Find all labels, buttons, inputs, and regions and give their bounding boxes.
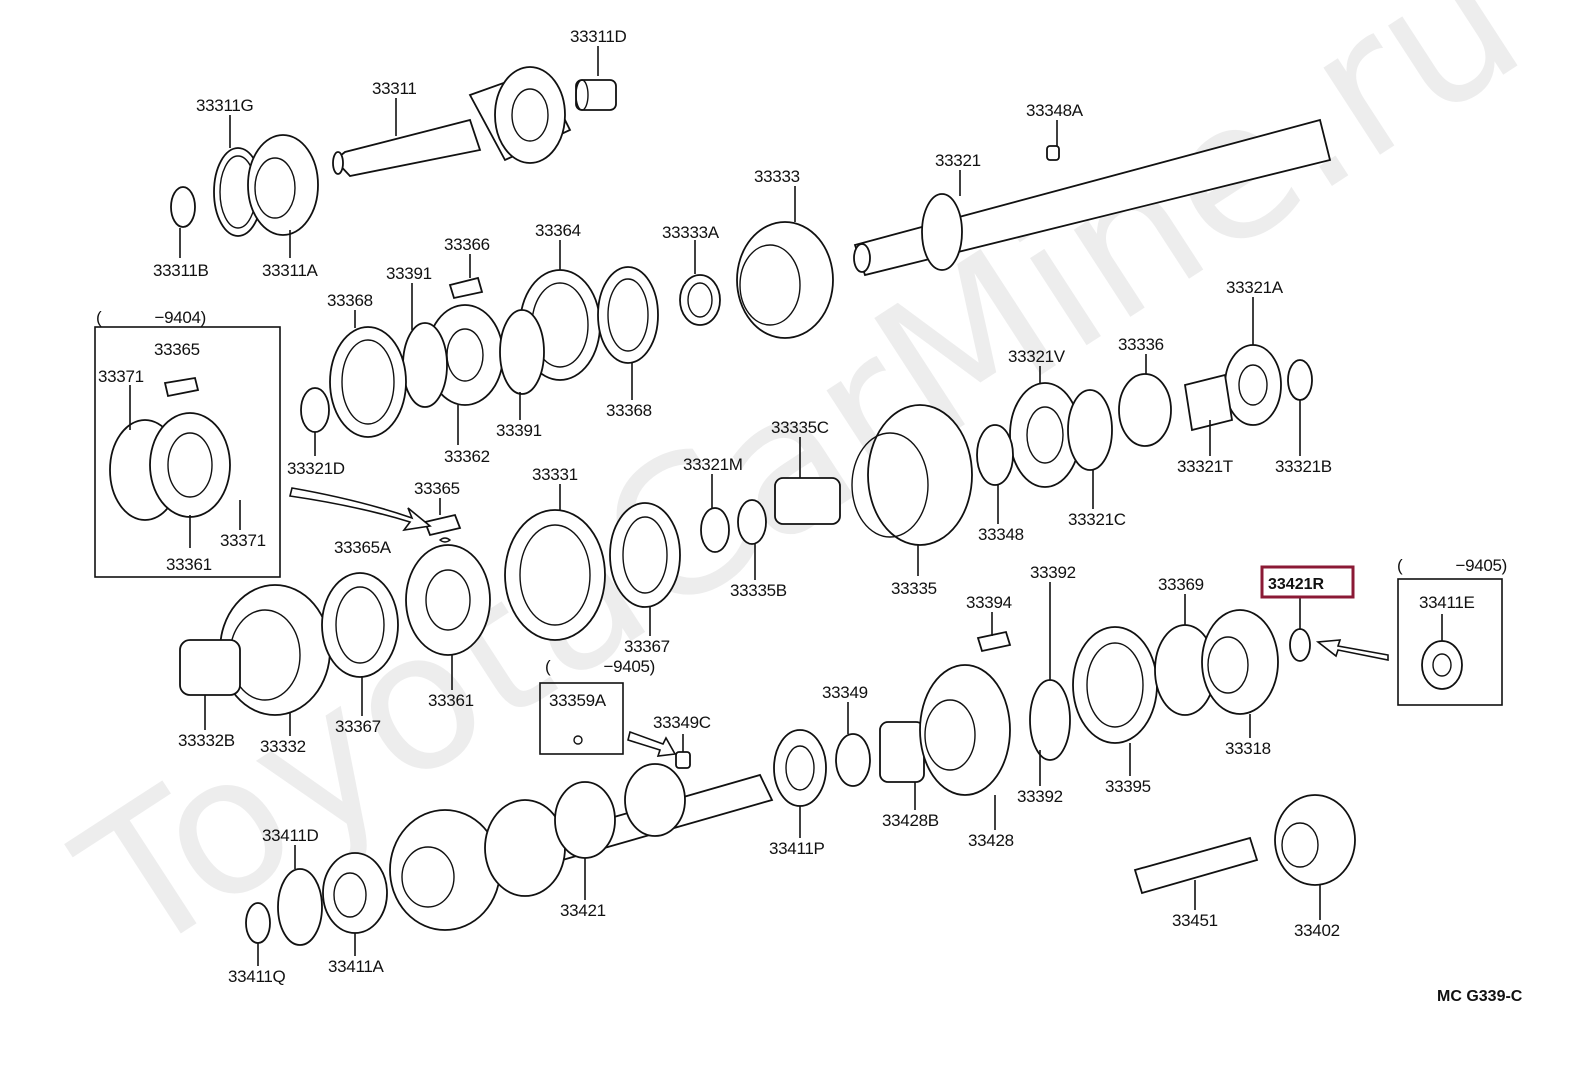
part-label[interactable]: 33332B	[178, 731, 235, 750]
part-label[interactable]: 33331	[532, 465, 578, 484]
part-label[interactable]: 33366	[444, 235, 490, 254]
part-shapes	[109, 66, 1463, 946]
part-label[interactable]: 33371	[98, 367, 144, 386]
part-label[interactable]: 33411E	[1419, 593, 1475, 612]
part-label[interactable]: 33348	[978, 525, 1024, 544]
part-label[interactable]: 33367	[624, 637, 670, 656]
arrow-to-33365	[289, 487, 432, 532]
inset-box-33411e	[1397, 578, 1503, 706]
range-label-9405-left: ( −9405)	[545, 657, 655, 676]
part-label[interactable]: 33321	[935, 151, 981, 170]
part-label[interactable]: 33311G	[196, 96, 254, 115]
part-label[interactable]: 33321A	[1226, 278, 1284, 297]
part-label[interactable]: 33368	[327, 291, 373, 310]
range-label-9404: ( −9404)	[96, 308, 206, 327]
part-label[interactable]: 33311D	[570, 27, 627, 46]
part-label[interactable]: 33348A	[1026, 101, 1084, 120]
part-label[interactable]: 33395	[1105, 777, 1151, 796]
part-label[interactable]: 33368	[606, 401, 652, 420]
part-label[interactable]: 33335C	[771, 418, 829, 437]
part-label[interactable]: 33318	[1225, 739, 1271, 758]
part-label[interactable]: 33321V	[1008, 347, 1066, 366]
inset-box-9404	[94, 326, 281, 578]
part-label[interactable]: 33332	[260, 737, 306, 756]
arrow-to-33349c	[627, 730, 677, 757]
part-label[interactable]: 33349	[822, 683, 868, 702]
part-label[interactable]: 33371	[220, 531, 266, 550]
part-label[interactable]: 33411Q	[228, 967, 286, 986]
part-label[interactable]: 33321B	[1275, 457, 1332, 476]
part-labels: 33311D 33311 33311G 33311B 33311A 33348A…	[96, 27, 1523, 1005]
part-label[interactable]: 33394	[966, 593, 1012, 612]
part-label[interactable]: 33321C	[1068, 510, 1126, 529]
part-label[interactable]: 33391	[496, 421, 542, 440]
part-label[interactable]: 33361	[166, 555, 212, 574]
part-label[interactable]: 33321M	[683, 455, 743, 474]
part-label[interactable]: 33321T	[1177, 457, 1233, 476]
part-label[interactable]: 33411D	[262, 826, 319, 845]
dot-33359a	[573, 735, 583, 745]
part-label-highlighted[interactable]: 33421R	[1268, 576, 1324, 593]
part-label[interactable]: 33333	[754, 167, 800, 186]
part-label[interactable]: 33335B	[730, 581, 787, 600]
part-label[interactable]: 33336	[1118, 335, 1164, 354]
part-label[interactable]: 33361	[428, 691, 474, 710]
inset-box-33359a	[539, 682, 624, 755]
part-label[interactable]: 33428B	[882, 811, 939, 830]
part-label[interactable]: 33402	[1294, 921, 1340, 940]
arrow-to-33421r	[1315, 639, 1389, 661]
part-label[interactable]: 33367	[335, 717, 381, 736]
part-label[interactable]: 33335	[891, 579, 937, 598]
part-label[interactable]: 33365A	[334, 538, 392, 557]
part-label[interactable]: 33421	[560, 901, 606, 920]
part-label[interactable]: 33451	[1172, 911, 1218, 930]
part-label[interactable]: 33365	[414, 479, 460, 498]
part-label[interactable]: 33333A	[662, 223, 720, 242]
part-label[interactable]: 33362	[444, 447, 490, 466]
range-label-9405-right: ( −9405)	[1397, 556, 1507, 575]
part-label[interactable]: 33359A	[549, 691, 607, 710]
part-label[interactable]: 33411P	[769, 839, 825, 858]
highlight-box-33421r	[1260, 565, 1355, 599]
part-label[interactable]: 33365	[154, 340, 200, 359]
diagram-code: MC G339-C	[1437, 988, 1523, 1005]
part-label[interactable]: 33311	[372, 79, 417, 98]
part-label[interactable]: 33392	[1017, 787, 1063, 806]
part-label[interactable]: 33392	[1030, 563, 1076, 582]
part-label[interactable]: 33311A	[262, 261, 319, 280]
part-label[interactable]: 33369	[1158, 575, 1204, 594]
part-label[interactable]: 33311B	[153, 261, 209, 280]
part-label[interactable]: 33428	[968, 831, 1014, 850]
part-label[interactable]: 33321D	[287, 459, 345, 478]
part-label[interactable]: 33349C	[653, 713, 711, 732]
part-label[interactable]: 33391	[386, 264, 432, 283]
part-label[interactable]: 33411A	[328, 957, 385, 976]
part-label[interactable]: 33364	[535, 221, 581, 240]
leader-lines	[129, 46, 1443, 966]
